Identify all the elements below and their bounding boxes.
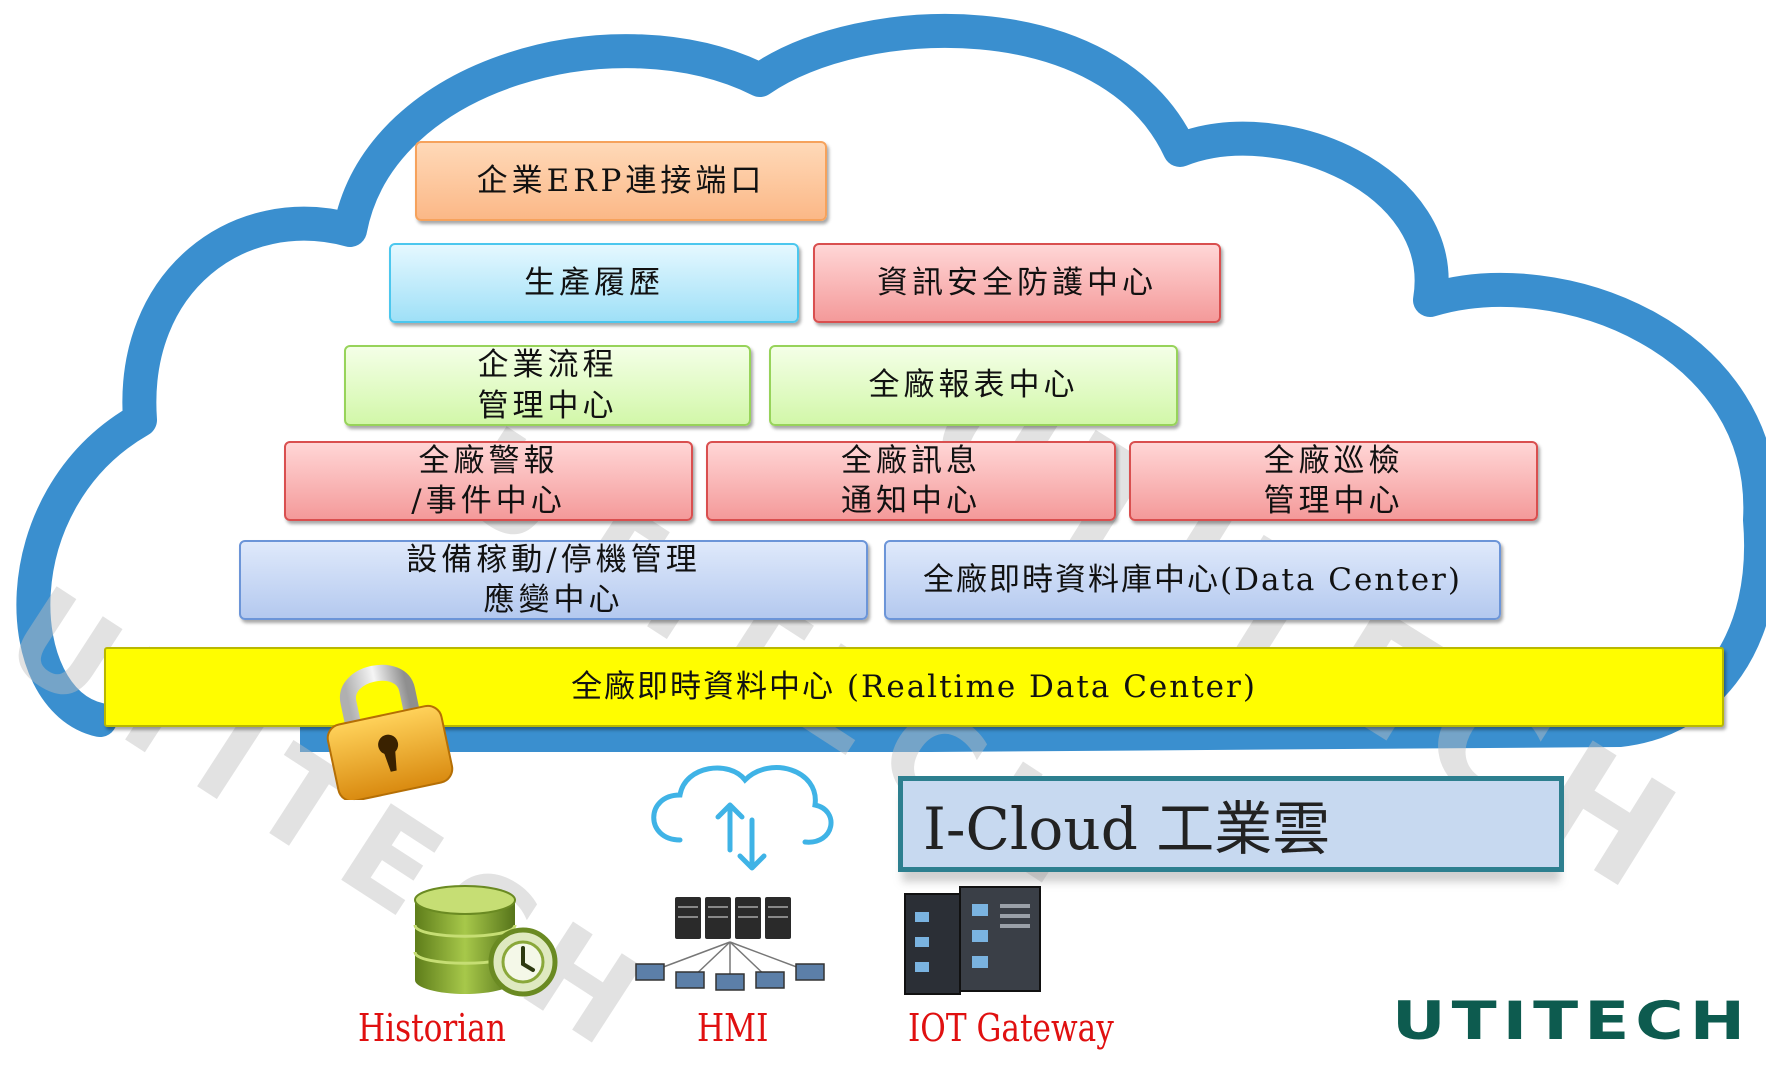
- equipment-uptime-box: 設備稼動/停機管理 應變中心: [239, 540, 868, 620]
- report-center-box: 全廠報表中心: [769, 345, 1178, 426]
- server-network-icon: [635, 897, 825, 991]
- realtime-db-box: 全廠即時資料庫中心(Data Center): [884, 540, 1501, 620]
- realtime-data-label: 全廠即時資料中心 (Realtime Data Center): [571, 668, 1257, 705]
- message-notify-box: 全廠訊息 通知中心: [706, 441, 1116, 521]
- gateway-device-icon: [904, 886, 1041, 995]
- cloud-sync-icon: [651, 765, 834, 871]
- erp-port-box: 企業ERP連接端口: [415, 141, 827, 221]
- icloud-title: I-Cloud 工業雲: [898, 776, 1564, 872]
- production-history-label: 生產履歷: [524, 264, 664, 301]
- historian-label: Historian: [358, 1006, 506, 1050]
- padlock-icon: [326, 664, 454, 800]
- alarm-event-label: 全廠警報 /事件中心: [411, 442, 566, 519]
- cloud-outline: [16, 13, 1766, 752]
- brand-logo: UTITECH: [1392, 990, 1751, 1052]
- patrol-mgmt-label: 全廠巡檢 管理中心: [1263, 442, 1404, 519]
- info-security-label: 資訊安全防護中心: [877, 264, 1157, 301]
- report-center-label: 全廠報表中心: [868, 367, 1079, 404]
- process-mgmt-label: 企業流程 管理中心: [477, 347, 618, 424]
- iot-gateway-label: IOT Gateway: [908, 1006, 1114, 1050]
- equipment-uptime-label: 設備稼動/停機管理 應變中心: [406, 541, 701, 618]
- patrol-mgmt-box: 全廠巡檢 管理中心: [1129, 441, 1538, 521]
- erp-port-label: 企業ERP連接端口: [476, 162, 766, 199]
- realtime-db-label: 全廠即時資料庫中心(Data Center): [923, 561, 1462, 598]
- alarm-event-box: 全廠警報 /事件中心: [284, 441, 693, 521]
- process-mgmt-box: 企業流程 管理中心: [344, 345, 751, 426]
- database-icon: [413, 885, 558, 997]
- info-security-box: 資訊安全防護中心: [813, 243, 1221, 323]
- production-history-box: 生產履歷: [389, 243, 799, 323]
- realtime-data-bar: 全廠即時資料中心 (Realtime Data Center): [104, 647, 1724, 727]
- message-notify-label: 全廠訊息 通知中心: [841, 442, 981, 519]
- hmi-label: HMI: [697, 1006, 769, 1050]
